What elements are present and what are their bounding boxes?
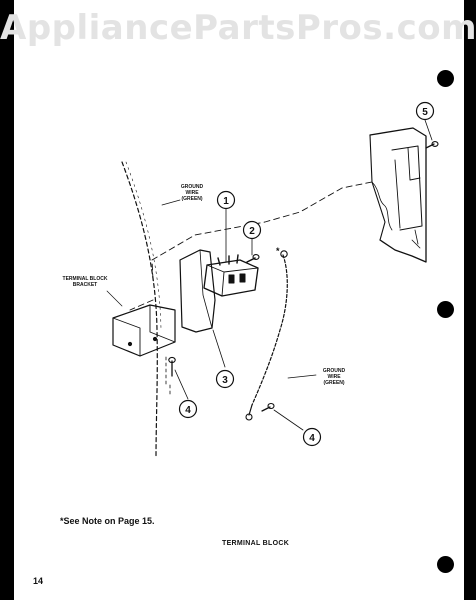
callout-number-5: 5: [422, 107, 428, 118]
callout-number-4-left: 4: [185, 405, 191, 416]
callout-circle-5: [415, 101, 435, 121]
label-ground-wire-top: GROUND WIRE (GREEN): [180, 184, 204, 202]
leader-ground-wire-right: [287, 374, 317, 379]
screw-part-4-right: [261, 402, 275, 412]
leader-callout-4-left: [174, 369, 189, 400]
leader-bracket-label: [106, 290, 123, 307]
screw-part-2: [246, 254, 260, 263]
callout-number-1: 1: [223, 196, 229, 207]
figure-caption: TERMINAL BLOCK: [222, 540, 290, 547]
leader-callout-4-right: [273, 409, 304, 431]
binder-hole-3: [437, 556, 454, 573]
label-ground-wire-right: GROUND WIRE (GREEN): [322, 368, 346, 386]
callout-circle-4-left: [178, 399, 198, 419]
callout-number-4-right: 4: [309, 433, 315, 444]
catalog-sheet: [14, 0, 464, 600]
asterisk-mark: *: [276, 246, 280, 256]
callout-circle-2: [242, 220, 262, 240]
screw-part-4-left: [165, 356, 176, 396]
mounting-plate: [179, 249, 216, 333]
callout-number-2: 2: [249, 226, 255, 237]
leader-callout-3: [212, 329, 226, 368]
ground-wire-right: [245, 250, 288, 421]
screw-part-5: [425, 141, 439, 149]
binder-hole-1: [437, 70, 454, 87]
cabinet-wall-section: [369, 127, 427, 263]
ground-wire-left: [121, 161, 158, 459]
leader-ground-wire-top: [161, 199, 181, 206]
assembly-line-upper: [151, 181, 373, 281]
label-terminal-block-bracket: TERMINAL BLOCK BRACKET: [62, 276, 108, 288]
watermark: AppliancePartsPros.com: [0, 8, 476, 48]
assembly-line-lower: [129, 299, 154, 311]
page-number: 14: [33, 576, 44, 586]
footnote: *See Note on Page 15.: [60, 516, 155, 526]
terminal-block-bracket: [112, 304, 176, 357]
callout-number-3: 3: [222, 375, 228, 386]
callout-circle-3: [215, 369, 235, 389]
leader-callout-5: [424, 119, 433, 141]
binder-hole-2: [437, 301, 454, 318]
terminal-block: [203, 254, 259, 297]
callout-circle-4-right: [302, 427, 322, 447]
callout-circle-1: [216, 190, 236, 210]
